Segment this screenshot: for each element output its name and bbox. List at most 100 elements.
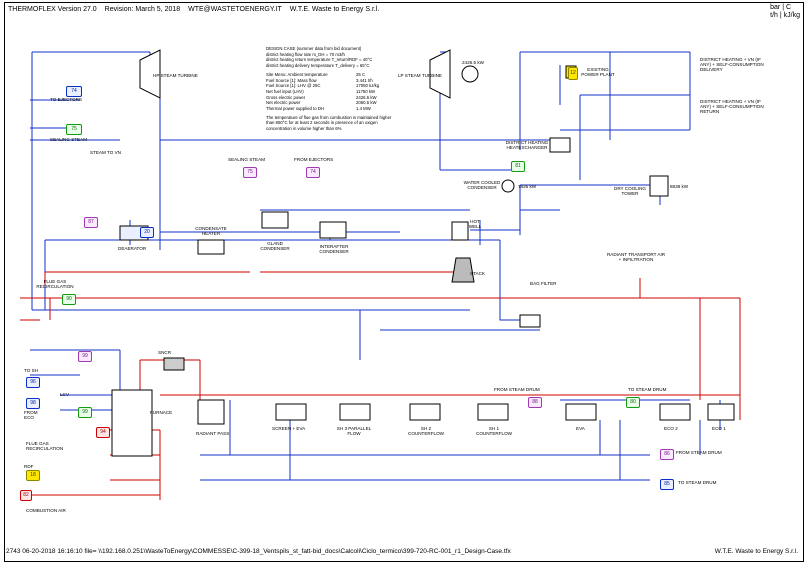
radiant-air-label: RADIANT TRANSPORT AIR + INFILTRATION [606,252,666,262]
notes-line: district heating delivery temperature T_… [266,63,370,69]
eco2-label: ECO 2 [664,426,678,431]
generator-power: 2426.5 kW [462,60,484,65]
notes-footnote: concentration in volume higher than 6% [266,126,342,132]
eco2-box [659,403,691,421]
stream-tag: 98 [26,398,40,409]
dry-tower [649,175,669,197]
design-notes: DESIGN CASE (summer data from bid docume… [266,46,426,132]
unit-enthalpy: kJ/kg [783,12,800,19]
from-ejectors-label: FROM EJECTORS [294,157,334,162]
eva-box [565,403,597,421]
comb-air-label: COMBUSTION AIR [26,508,66,513]
furnace-label: FURNACE [150,410,173,415]
inter-cond-label: INTERAFTER CONDENSER [319,244,349,254]
sh1-box [477,403,509,421]
eva-label: EVA [576,426,585,431]
sealing-steam-2-label: SEALING STEAM [228,157,266,162]
unit-flow: t/h [770,12,778,19]
hot-well-label: HOT WELL [468,219,482,229]
from-drum-2-label: FROM STEAM DRUM [676,450,722,455]
eco1-label: ECO 1 [712,426,726,431]
gland-cond [261,211,289,229]
water-steam-lines [30,51,721,481]
dh-hex-label: DISTRICT HEATING HEATEXCHANGER [505,140,549,150]
hp-turbine [139,49,161,99]
notes-footnote: The temperature of flue gas from combust… [266,114,392,120]
stream-tag: 85 [660,479,674,490]
generator [461,65,479,83]
sh2-label: SH 2 COUNTERFLOW [408,426,444,436]
sh3-box [339,403,371,421]
steam-to-vn-label: STEAM TO VN [90,150,121,155]
dry-tower-power: 8838 kW [670,184,689,189]
deaerator-label: DEAERATOR [118,246,147,251]
stack-shape [451,257,475,283]
existing-plant-label: EXISTING POWER PLANT [581,67,615,77]
gland-cond-label: GLAND CONDENSER [260,241,290,251]
stream-tag: 90 [62,294,76,305]
footer-company: W.T.E. Waste to Energy S.r.l. [714,548,798,555]
stream-tag: 18 [26,470,40,481]
dh-return-label: DISTRICT HEATING + VN (IF ANY) + SELF-CO… [700,99,764,114]
stream-tag: 82 [20,490,32,501]
footer-file-path: 2743 06-20-2018 16:16:10 file= \\192.168… [6,548,511,555]
sncr-unit [163,357,185,371]
stream-tag: 12 [568,67,578,80]
wc-condenser [501,179,515,193]
wc-condenser-power: 7826 kW [518,184,537,189]
sncr-label: SNCR [158,350,172,355]
email: WTE@WASTETOENERGY.IT [188,6,282,13]
unit-temperature: C [785,4,792,11]
screen-eva-label: SCREEN + EVA [272,426,306,431]
lcv-label: LCV [60,392,69,397]
app-title: THERMOFLEX Version 27.0 [8,6,97,13]
rdf-label: RDF [24,464,34,469]
stream-tag: 74 [306,167,320,178]
dry-tower-label: DRY COOLING TOWER [614,186,646,196]
bag-filter-label: BAG FILTER [530,281,557,286]
inter-cond [319,221,347,239]
notes-row: Net fuel input (LHV)11750 kW [266,88,376,94]
stream-tag: 81 [511,161,525,172]
stream-tag: 75 [66,124,82,135]
from-drum-1-label: FROM STEAM DRUM [494,387,540,392]
furnace [111,389,153,457]
notes-line: district heating return temperature T_re… [266,57,373,63]
stream-tag: 75 [243,167,257,178]
stack-label: STACK [470,271,485,276]
dh-delivery-label: DISTRICT HEATING + VN (IF ANY) + SELF-CO… [700,57,764,72]
stream-tag: 88 [528,397,542,408]
revision: Revision: March 5, 2018 [104,6,181,13]
flue-recirc-2-label: FLUE GAS RECIRCULATION [26,441,64,451]
sh1-label: SH 1 COUNTERFLOW [476,426,512,436]
screen-eva-box [275,403,307,421]
unit-pressure: bar [770,4,781,11]
to-ejectors-label: TO EJECTORS [50,97,82,102]
stream-tag: 86 [660,449,674,460]
stream-tag: 96 [26,377,40,388]
stream-tag: 99 [78,351,92,362]
flue-gas-lines [20,271,741,500]
radiant-pass-box [197,399,225,425]
notes-footnote: than 850°C for at least 2 seconds in pre… [266,120,378,126]
stream-tag: 20 [140,227,154,238]
lp-turbine [429,49,451,99]
stream-tag: 74 [66,86,82,97]
units-legend: bar | C t/h | kJ/kg [770,4,800,19]
header: THERMOFLEX Version 27.0 Revision: March … [8,6,385,13]
stream-tag: 80 [626,397,640,408]
notes-line: district heating flow rate m_DH = 70 m3/… [266,51,345,57]
flue-recirc-label: FLUE GAS RECIRCULATION [36,279,74,289]
to-sh-label: TO SH [24,368,38,373]
eco1-box [707,403,735,421]
cond-heater [197,239,225,255]
cond-heater-label: CONDENSATE HEATER [195,226,227,236]
from-eco-label: FROM ECO [24,410,38,420]
wc-condenser-label: WATER COOLED CONDENSER [463,180,501,190]
